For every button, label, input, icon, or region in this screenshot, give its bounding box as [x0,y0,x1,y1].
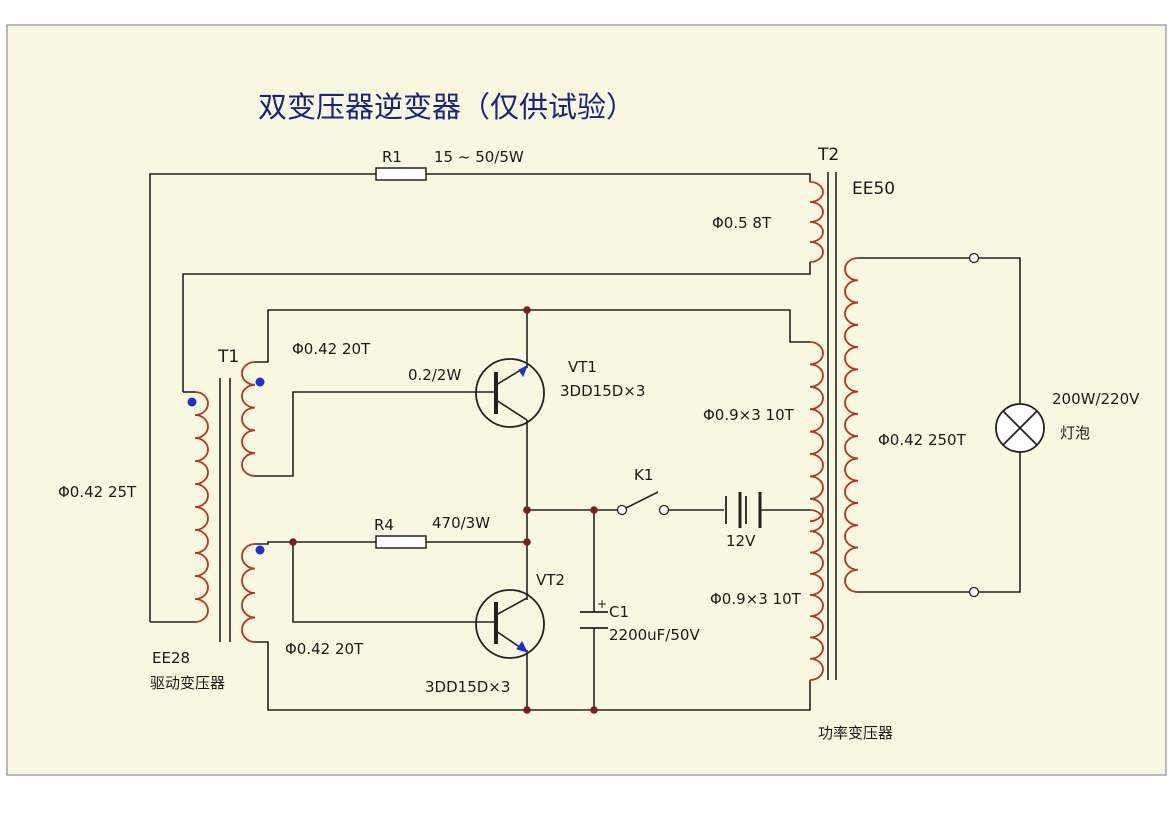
transistor-vt1 [475,358,545,428]
capacitor-c1 [580,611,608,629]
t1-desc-label: 驱动变压器 [150,674,225,692]
t2-primary-bottom-label: Φ0.9×3 10T [710,590,802,608]
r1-label: R1 [382,148,402,166]
t1-lower-secondary-coil [241,543,256,643]
vt1-base-res-label: 0.2/2W [408,366,461,384]
t1-upper-secondary-coil [241,361,256,477]
vt1-type-label: 3DD15D×3 [560,382,645,400]
diagram-title: 双变压器逆变器（仅供试验） [258,90,635,124]
c1-value-label: 2200uF/50V [609,626,700,644]
battery-12v [725,492,762,528]
k1-label: K1 [634,466,653,484]
junction-dots [289,306,598,714]
output-terminal-top [968,252,980,264]
r4-label: R4 [374,516,394,534]
r1-value: 15 ~ 50/5W [434,148,524,166]
resistor-r4 [375,535,427,549]
t2-primary-top-label: Φ0.5 8T [712,214,772,232]
capacitor-plus-sign: + [597,597,607,611]
c1-label: C1 [609,603,629,621]
t2-primary-mid-label: Φ0.9×3 10T [703,406,795,424]
battery-label: 12V [726,532,756,550]
vt1-label: VT1 [568,358,597,376]
t1-primary-coil [194,391,209,623]
t2-label: T2 [817,145,839,165]
switch-k1 [616,491,670,516]
resistor-r1 [375,167,427,181]
t1-primary-polarity-dot [187,397,197,407]
t2-primary-mid-coil [809,341,824,523]
t1-label: T1 [217,347,239,367]
r4-value: 470/3W [432,514,490,532]
t2-primary-top-coil [809,181,824,263]
t1-upper-polarity-dot [255,377,265,387]
lamp-icon [995,403,1045,453]
vt2-type-label: 3DD15D×3 [425,678,510,696]
t1-sec-bottom-label: Φ0.42 20T [285,640,364,658]
t2-core-label: EE50 [852,179,895,199]
transformer-t2 [809,172,859,681]
output-terminal-bottom [968,586,980,598]
t2-secondary-coil [844,257,859,593]
lamp-rating-label: 200W/220V [1052,390,1140,408]
vt2-label: VT2 [536,571,565,589]
lamp-name-label: 灯泡 [1060,424,1090,442]
transistor-vt2 [475,589,545,659]
t1-primary-label: Φ0.42 25T [58,483,137,501]
t2-secondary-label: Φ0.42 250T [878,431,967,449]
t1-sec-top-label: Φ0.42 20T [292,340,371,358]
t1-core-label: EE28 [152,649,190,667]
wires [149,173,1021,711]
transformer-t1 [187,361,265,643]
t1-lower-polarity-dot [255,545,265,555]
t2-desc-label: 功率变压器 [818,724,893,742]
diagram-border [6,24,1167,776]
t2-primary-bottom-coil [809,509,824,681]
